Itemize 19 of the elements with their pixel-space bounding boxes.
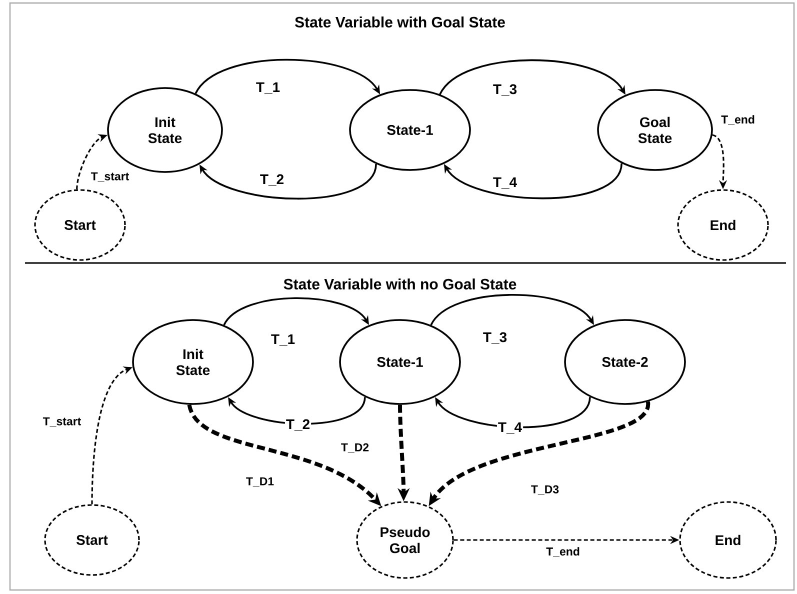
edge-label: T_end bbox=[720, 114, 756, 126]
edge-label: T_2 bbox=[258, 173, 286, 187]
edge-label: T_3 bbox=[482, 331, 508, 345]
title: State Variable with Goal State bbox=[295, 16, 505, 28]
edge-label: T_3 bbox=[492, 83, 518, 97]
edge-label: T_2 bbox=[284, 418, 312, 432]
edge-label: T_4 bbox=[492, 176, 518, 190]
edge-label: T_start bbox=[42, 416, 82, 428]
edge-label: T_D2 bbox=[340, 442, 370, 454]
edge-label: T_D3 bbox=[530, 484, 560, 496]
transition-arrow bbox=[439, 59, 626, 95]
edge-label: T_D1 bbox=[244, 476, 276, 488]
edge-label: T_1 bbox=[270, 333, 296, 347]
edge-label: T_end bbox=[545, 546, 581, 558]
edge-label: T_1 bbox=[254, 81, 282, 95]
transition-arrow bbox=[435, 396, 591, 428]
edge-label: T_start bbox=[90, 171, 130, 183]
edge-label: T_4 bbox=[496, 421, 524, 435]
section-heading: State Variable with no Goal State bbox=[284, 278, 516, 290]
